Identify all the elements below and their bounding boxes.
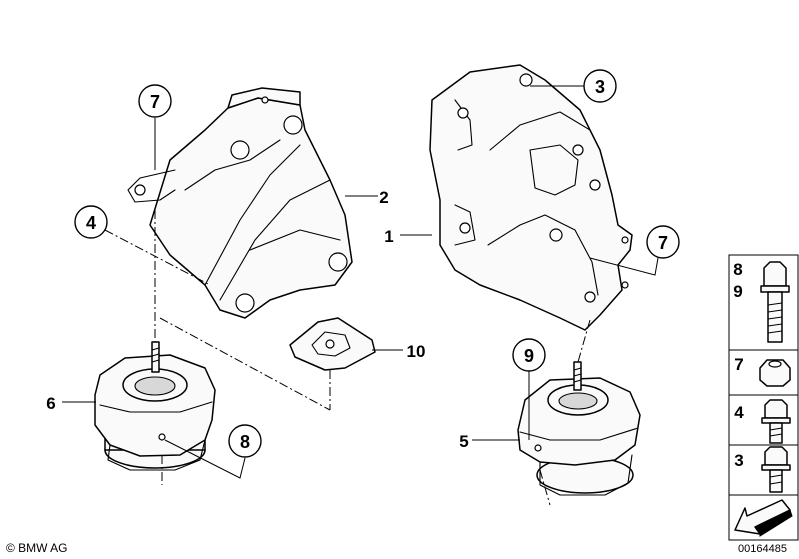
part-2-engine-bracket[interactable]	[127, 87, 353, 319]
svg-text:2: 2	[379, 188, 388, 207]
leader-lines	[62, 85, 659, 506]
callout-9[interactable]: 9	[512, 338, 546, 372]
diagram-number: 00164485	[738, 543, 787, 555]
svg-text:9: 9	[524, 346, 534, 366]
hardware-side-panel: 8 9 7 4 3	[728, 254, 799, 541]
svg-text:7: 7	[734, 355, 743, 374]
svg-text:8: 8	[733, 260, 742, 279]
callout-7-right[interactable]: 7	[646, 225, 680, 259]
bolt-3[interactable]: 3	[734, 446, 791, 493]
svg-text:4: 4	[86, 213, 96, 233]
svg-text:4: 4	[734, 403, 744, 422]
callout-8[interactable]: 8	[228, 424, 262, 458]
callout-6[interactable]: 6	[46, 394, 55, 413]
bolt-4[interactable]: 4	[734, 399, 791, 444]
svg-text:9: 9	[733, 282, 742, 301]
direction-arrow-icon	[734, 499, 793, 537]
part-10-pad[interactable]	[289, 317, 376, 371]
svg-text:3: 3	[595, 77, 605, 97]
svg-text:6: 6	[46, 394, 55, 413]
callout-1[interactable]: 1	[384, 227, 393, 246]
callout-2[interactable]: 2	[379, 188, 388, 207]
callout-4[interactable]: 4	[74, 205, 108, 239]
callout-10[interactable]: 10	[407, 342, 426, 361]
callout-3[interactable]: 3	[583, 69, 617, 103]
callout-5[interactable]: 5	[459, 432, 468, 451]
svg-text:7: 7	[150, 92, 160, 112]
svg-text:1: 1	[384, 227, 393, 246]
bolt-8-9[interactable]: 8 9	[733, 260, 790, 343]
callout-7-left[interactable]: 7	[138, 84, 172, 118]
svg-text:5: 5	[459, 432, 468, 451]
copyright-text: © BMW AG	[6, 541, 68, 555]
svg-text:10: 10	[407, 342, 426, 361]
part-5-engine-mount[interactable]	[517, 361, 641, 496]
nut-7[interactable]: 7	[734, 355, 791, 387]
part-6-engine-mount[interactable]	[94, 341, 216, 471]
svg-text:7: 7	[658, 233, 668, 253]
svg-text:3: 3	[734, 451, 743, 470]
part-1-engine-bracket[interactable]	[429, 64, 633, 331]
svg-text:8: 8	[240, 432, 250, 452]
